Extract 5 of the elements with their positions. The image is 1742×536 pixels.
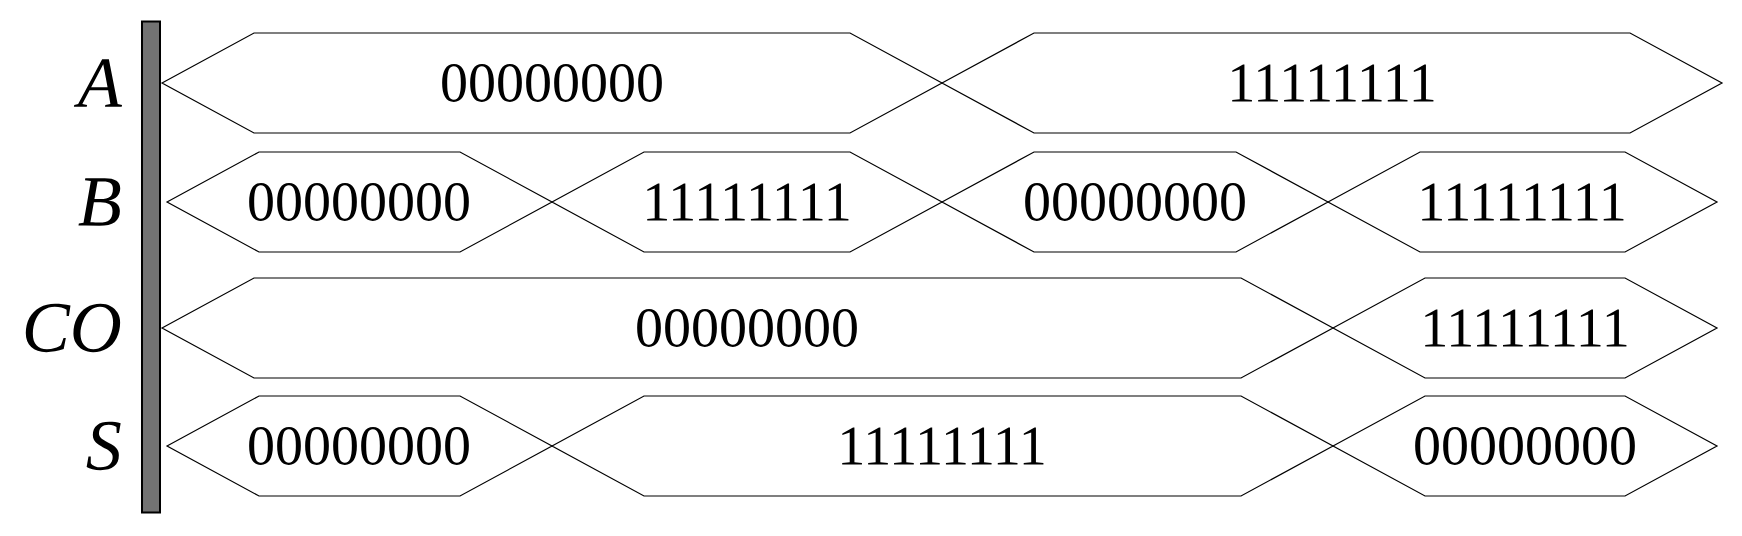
axis-bar <box>141 20 161 514</box>
signal-name: CO <box>25 303 121 353</box>
signal-name: S <box>86 421 121 471</box>
signal-name: A <box>73 59 123 107</box>
signal-name: B <box>78 178 121 226</box>
